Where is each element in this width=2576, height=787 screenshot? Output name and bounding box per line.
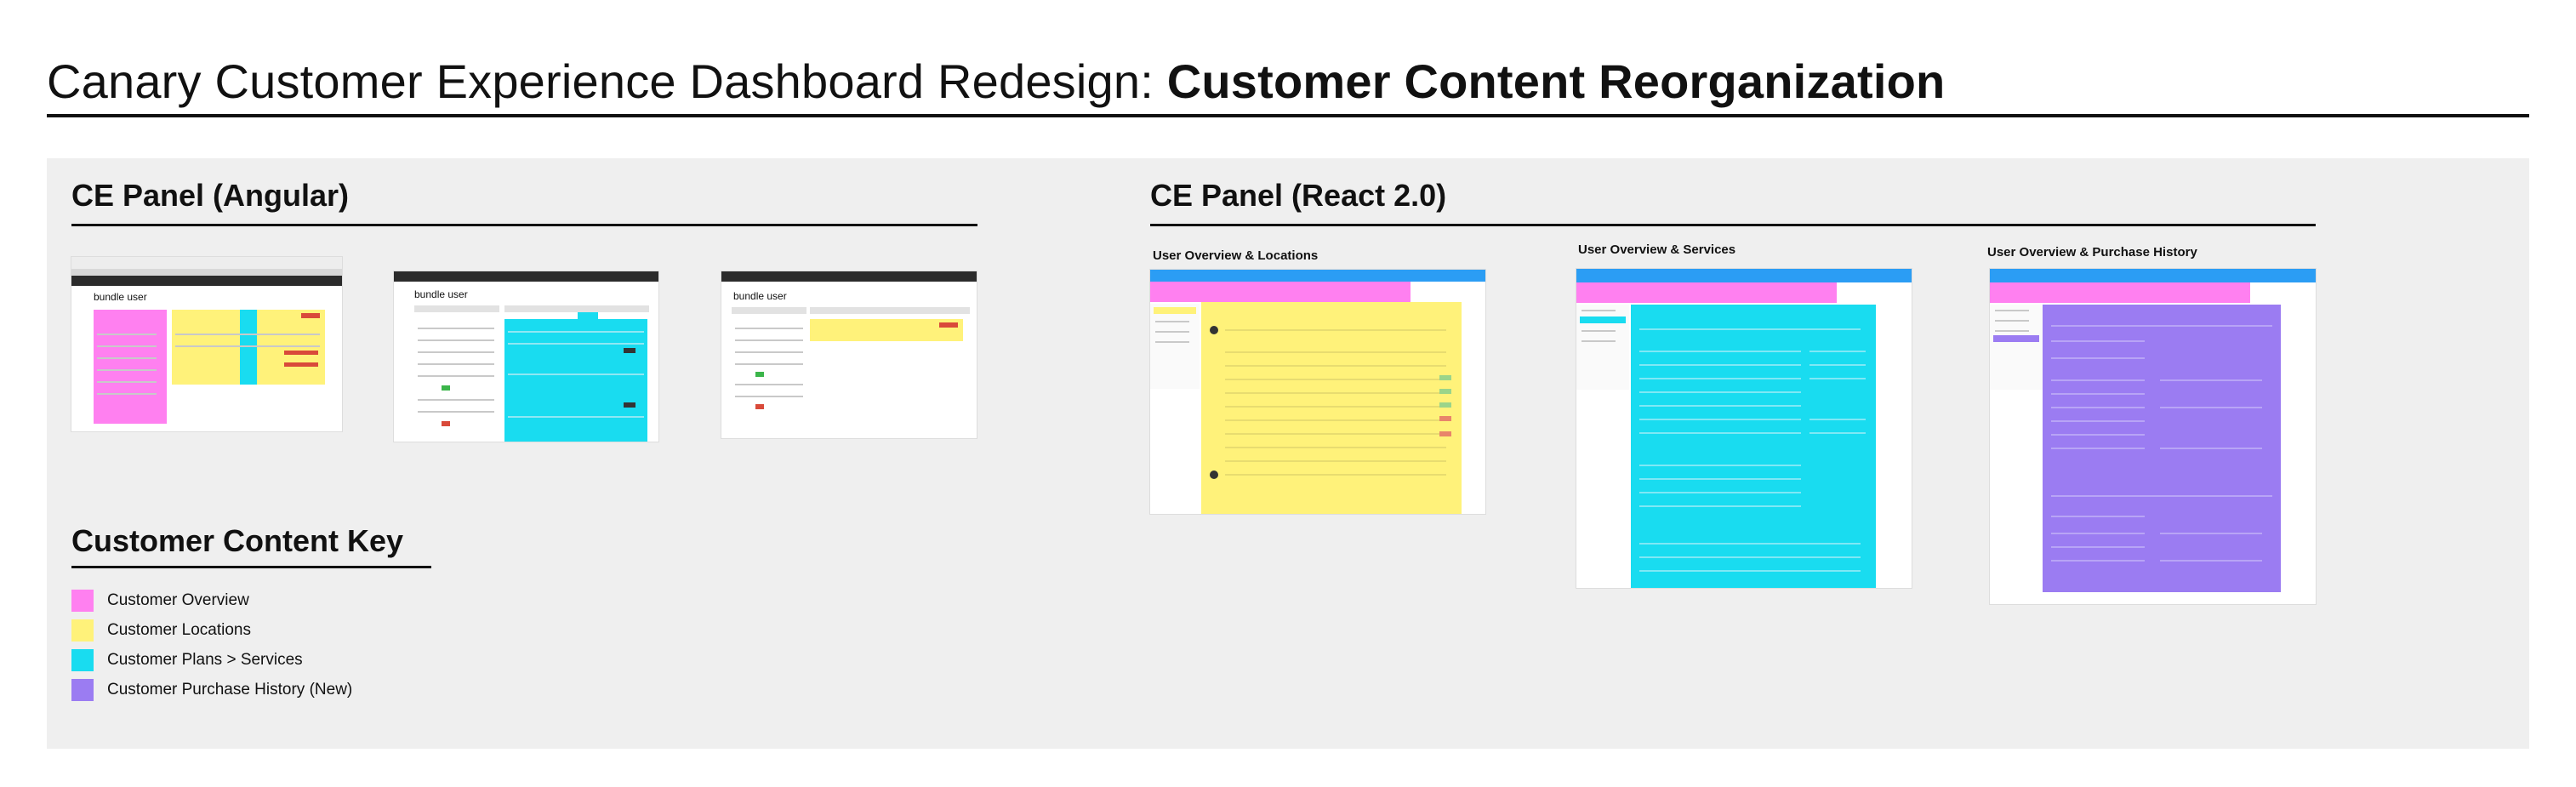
locations-region-2 <box>257 310 325 385</box>
locations-region <box>1201 302 1462 514</box>
page-title-regular: Canary Customer Experience Dashboard Red… <box>47 54 1167 108</box>
row-toggle-2[interactable] <box>624 402 635 408</box>
react-screen-caption: User Overview & Purchase History <box>1987 245 2197 259</box>
react-screen-locations[interactable] <box>1150 270 1485 514</box>
react-section-title: CE Panel (React 2.0) <box>1150 178 1447 213</box>
user-label: bundle user <box>94 291 147 303</box>
app-topbar <box>721 271 977 282</box>
key-item-label: Customer Overview <box>107 591 249 609</box>
status-toggle-2[interactable] <box>755 404 764 409</box>
tab-bar <box>414 305 499 312</box>
react-topbar <box>1990 269 2316 282</box>
row-action-5[interactable] <box>1439 431 1451 436</box>
key-item-label: Customer Locations <box>107 621 251 639</box>
overview-region <box>1576 282 1837 303</box>
react-section-divider <box>1150 224 2316 226</box>
row-action-2[interactable] <box>284 362 318 367</box>
key-section-title: Customer Content Key <box>71 523 404 558</box>
swatch-purchase-history <box>71 679 94 701</box>
swatch-overview <box>71 590 94 612</box>
tab-bar <box>732 307 806 314</box>
react-screen-caption: User Overview & Locations <box>1153 248 1319 263</box>
services-region <box>504 319 647 442</box>
sidebar-item-services[interactable] <box>1580 317 1626 323</box>
key-item-customer-overview: Customer Overview <box>71 589 352 613</box>
services-region <box>240 310 257 385</box>
react-screen-services[interactable] <box>1576 269 1912 588</box>
status-toggle-2[interactable] <box>442 421 450 426</box>
key-item-label: Customer Purchase History (New) <box>107 681 353 699</box>
angular-screen-locations[interactable]: bundle user <box>721 271 977 438</box>
browser-chrome <box>71 257 342 269</box>
key-item-customer-locations: Customer Locations <box>71 619 352 642</box>
app-topbar <box>394 271 658 282</box>
row-action-3[interactable] <box>1439 402 1451 408</box>
row-toggle[interactable] <box>624 348 635 353</box>
key-section-divider <box>71 566 431 568</box>
angular-section-title: CE Panel (Angular) <box>71 178 350 213</box>
user-label: bundle user <box>733 290 787 302</box>
row-action-2[interactable] <box>1439 389 1451 394</box>
overview-region <box>1990 282 2250 303</box>
page-title-bold: Customer Content Reorganization <box>1166 54 1946 108</box>
user-label: bundle user <box>414 288 468 300</box>
action-button[interactable] <box>301 313 320 318</box>
tab-bar-2 <box>810 307 970 314</box>
sidebar-item-purchase-history[interactable] <box>1993 335 2039 342</box>
app-topbar <box>71 276 342 286</box>
key-item-customer-purchase-history: Customer Purchase History (New) <box>71 678 352 702</box>
status-toggle[interactable] <box>755 372 764 377</box>
key-item-customer-plans-services: Customer Plans > Services <box>71 648 352 672</box>
angular-screen-overview[interactable]: bundle user <box>71 257 342 431</box>
row-action[interactable] <box>284 351 318 355</box>
locations-region <box>172 310 240 385</box>
react-topbar <box>1576 269 1912 282</box>
key-item-label: Customer Plans > Services <box>107 651 303 669</box>
content-key-list: Customer Overview Customer Locations Cus… <box>71 589 352 702</box>
swatch-locations <box>71 619 94 642</box>
services-tab[interactable] <box>578 312 598 319</box>
title-divider <box>47 114 2529 117</box>
row-action[interactable] <box>1439 375 1451 380</box>
swatch-services <box>71 649 94 671</box>
react-topbar <box>1150 270 1485 282</box>
react-screen-purchase-history[interactable] <box>1990 269 2316 604</box>
angular-screen-services[interactable]: bundle user <box>394 271 658 442</box>
locations-region <box>810 319 963 341</box>
react-sidebar <box>1990 305 2043 390</box>
react-sidebar <box>1150 304 1200 389</box>
browser-bookmarks-bar <box>71 269 342 276</box>
tab-bar-2 <box>504 305 649 312</box>
services-region <box>1631 305 1876 588</box>
sidebar-item-locations[interactable] <box>1154 307 1196 314</box>
overview-region <box>1150 282 1411 302</box>
overview-region <box>94 310 167 424</box>
row-action-4[interactable] <box>1439 416 1451 421</box>
angular-section-divider <box>71 224 977 226</box>
page-title: Canary Customer Experience Dashboard Red… <box>47 49 1945 114</box>
action-button[interactable] <box>939 322 958 328</box>
react-screen-caption: User Overview & Services <box>1578 242 1736 257</box>
status-toggle[interactable] <box>442 385 450 391</box>
